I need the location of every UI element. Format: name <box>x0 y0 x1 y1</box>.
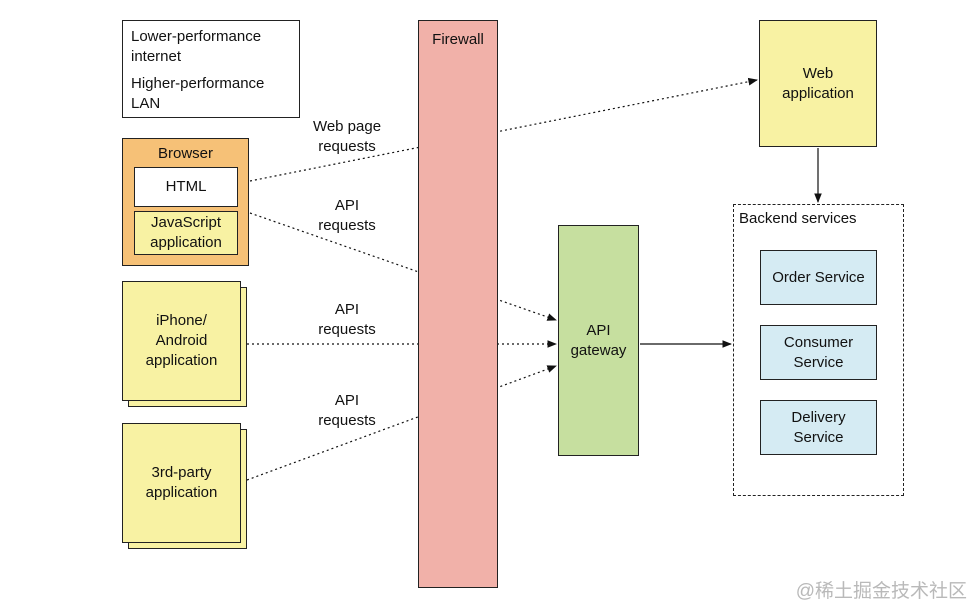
javascript-application-box: JavaScript application <box>134 211 238 255</box>
web-page-requests-arrow <box>249 77 758 182</box>
api-gateway-box: API gateway <box>558 225 639 456</box>
web-page-requests-label: Web page requests <box>312 118 382 155</box>
legend-solid-label: Higher-performance LAN <box>131 75 265 112</box>
firewall: Firewall <box>418 20 498 588</box>
web-application-box: Web application <box>759 20 877 147</box>
third-party-app-label: 3rd-party application <box>145 464 218 501</box>
browser-box: Browser HTML JavaScript application <box>122 138 249 266</box>
backend-services-group: Backend services <box>733 204 904 496</box>
api-requests-browser-label: API requests <box>318 197 376 234</box>
legend: Lower-performance internet Higher-perfor… <box>122 20 300 118</box>
backend-services-title: Backend services <box>739 210 857 227</box>
consumer-service-label: Consumer Service <box>783 333 854 371</box>
api-requests-third-party-arrow <box>246 365 557 481</box>
delivery-service-label: Delivery Service <box>791 408 846 446</box>
html-box: HTML <box>134 167 238 207</box>
consumer-service-box: Consumer Service <box>760 325 877 380</box>
api-requests-mobile-label: API requests <box>318 301 376 338</box>
api-gateway-label: API gateway <box>570 321 627 359</box>
html-label: HTML <box>165 178 207 195</box>
mobile-app-box: iPhone/ Android application <box>122 281 241 401</box>
watermark: @稀土掘金技术社区 <box>795 581 967 602</box>
api-requests-third-party-label: API requests <box>318 392 376 429</box>
order-service-label: Order Service <box>772 268 865 286</box>
mobile-app-label: iPhone/ Android application <box>145 312 218 369</box>
api-requests-browser-arrow <box>249 212 557 321</box>
order-service-box: Order Service <box>760 250 877 305</box>
delivery-service-box: Delivery Service <box>760 400 877 455</box>
third-party-app-box: 3rd-party application <box>122 423 241 543</box>
web-application-label: Web application <box>782 64 854 102</box>
firewall-label: Firewall <box>432 31 484 48</box>
javascript-application-label: JavaScript application <box>150 214 222 251</box>
legend-dotted-label: Lower-performance internet <box>131 28 262 65</box>
browser-title: Browser <box>157 145 213 162</box>
